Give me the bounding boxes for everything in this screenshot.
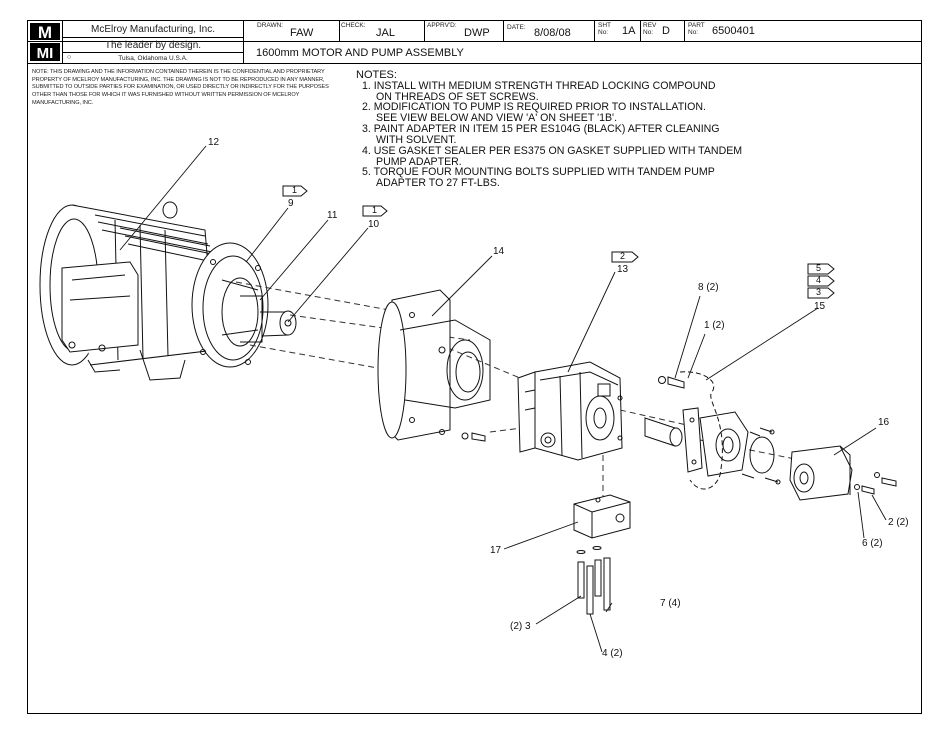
date-value: 8/08/08 (534, 27, 571, 39)
company-logo: M MI (28, 21, 62, 63)
note-2a: 2. MODIFICATION TO PUMP IS REQUIRED PRIO… (362, 101, 706, 113)
leader-lines (119, 145, 887, 653)
note-3b: WITH SOLVENT. (376, 134, 457, 146)
rev-label: REV No: (643, 22, 657, 36)
note-3a: 3. PAINT ADAPTER IN ITEM 15 PER ES104G (… (362, 123, 720, 135)
washer-bolt-b (658, 376, 685, 389)
note-2b: SEE VIEW BELOW AND VIEW 'A' ON SHEET '1B… (376, 112, 618, 124)
part-label: PART No: (688, 22, 705, 36)
drawn-value: FAW (290, 27, 314, 39)
callout-1: 1 (2) (704, 320, 725, 331)
svg-text:M: M (38, 23, 52, 42)
sht-label: SHT No: (598, 22, 611, 36)
callout-13: 13 (617, 264, 629, 275)
tandem-pump-adapter (679, 371, 781, 490)
electric-motor (39, 201, 269, 381)
tandem-pump (789, 445, 897, 501)
callout-10: 10 (368, 219, 380, 230)
note-1b: ON THREADS OF SET SCREWS. (376, 91, 539, 103)
check-value: JAL (376, 27, 395, 39)
part-value: 6500401 (712, 25, 755, 37)
note-1a: 1. INSTALL WITH MEDIUM STRENGTH THREAD L… (362, 80, 716, 92)
svg-text:MI: MI (37, 45, 54, 62)
note-5b: ADAPTER TO 27 FT-LBS. (376, 177, 500, 189)
note-flag-15-5: 5 (816, 263, 822, 273)
callout-16: 16 (878, 417, 890, 428)
callout-7: 7 (4) (660, 598, 681, 609)
callout-3: (2) 3 (510, 621, 531, 632)
company-location: Tulsa, Oklahoma U.S.A. (118, 55, 188, 62)
adapter-plate (377, 289, 491, 441)
callout-9: 9 (288, 198, 294, 209)
callout-4: 4 (2) (602, 648, 623, 659)
confidentiality-notice: NOTE: THIS DRAWING AND THE INFORMATION C… (32, 69, 329, 106)
apprvd-label: APPRV'D: (427, 22, 457, 29)
drawing-title: 1600mm MOTOR AND PUMP ASSEMBLY (256, 47, 464, 59)
note-flags (282, 185, 835, 299)
callout-15: 15 (814, 301, 826, 312)
apprvd-value: DWP (464, 27, 490, 39)
washer-bolt-a (461, 432, 486, 442)
callout-14: 14 (493, 246, 505, 257)
drawing-border (27, 20, 922, 714)
callout-8: 8 (2) (698, 282, 719, 293)
check-label: CHECK: (341, 22, 366, 29)
note-5a: 5. TORQUE FOUR MOUNTING BOLTS SUPPLIED W… (362, 166, 715, 178)
notes-title: NOTES: (356, 69, 397, 81)
date-label: DATE: (507, 24, 526, 31)
callout-11: 11 (327, 210, 338, 221)
sht-value: 1A (622, 25, 636, 37)
rev-value: D (662, 25, 670, 37)
note-flag-13: 2 (620, 251, 626, 261)
callout-12: 12 (208, 137, 220, 148)
company-tagline: The leader by design. (104, 40, 202, 51)
drawn-label: DRAWN: (257, 22, 284, 29)
hydraulic-pump (517, 361, 623, 461)
callout-2: 2 (2) (888, 517, 909, 528)
note-4b: PUMP ADAPTER. (376, 156, 462, 168)
pump-shaft-coupler (644, 417, 683, 447)
callout-17: 17 (490, 545, 502, 556)
note-flag-9: 1 (292, 185, 298, 195)
note-flag-10: 1 (372, 205, 378, 215)
registered-mark-icon: ○ (67, 54, 72, 61)
manifold-block (573, 494, 631, 615)
note-4a: 4. USE GASKET SEALER PER ES375 ON GASKET… (362, 145, 743, 157)
company-name: McElroy Manufacturing, Inc. (91, 24, 215, 35)
note-flag-15-4: 4 (816, 275, 822, 285)
callout-6: 6 (2) (862, 538, 883, 549)
note-flag-15-3: 3 (816, 287, 822, 297)
